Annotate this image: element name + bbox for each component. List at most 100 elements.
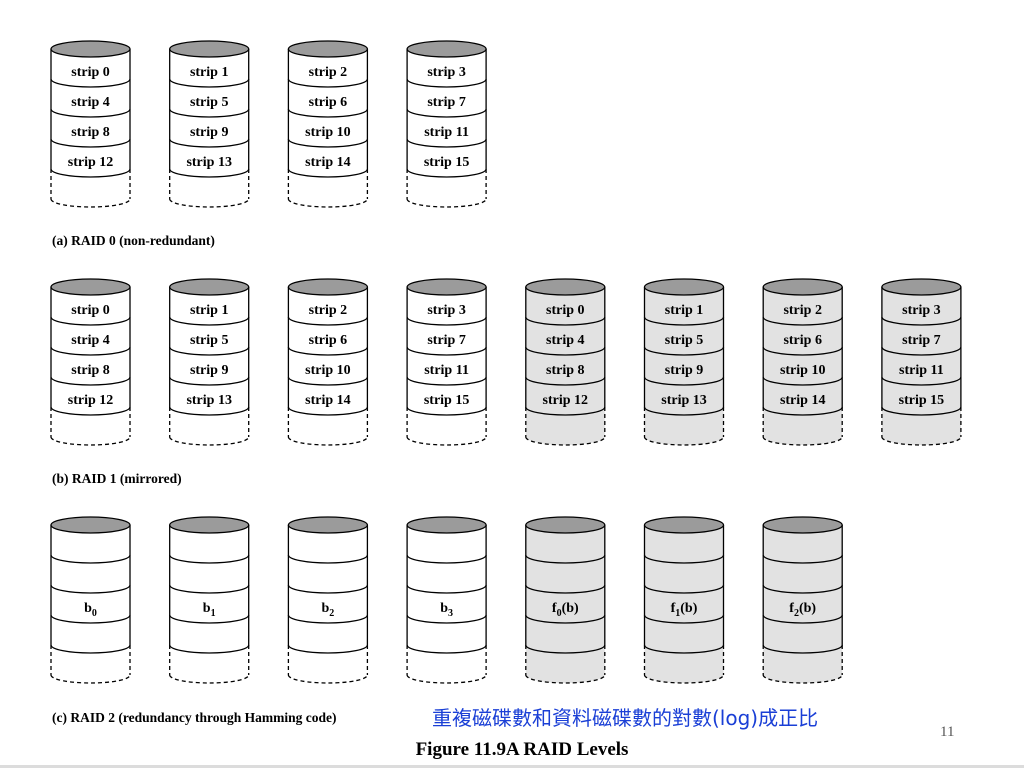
strip-label: strip 6 xyxy=(309,333,348,348)
disk-strip-divider xyxy=(762,644,843,654)
disk-strip-divider xyxy=(881,316,962,326)
disk-strip-divider xyxy=(406,346,487,356)
disk-strip-divider xyxy=(169,614,250,624)
strip-label: strip 12 xyxy=(68,393,114,408)
disk-strip-divider xyxy=(287,376,369,386)
disk-strip-divider xyxy=(406,406,487,416)
disk-strip-divider xyxy=(525,614,606,624)
disk-strip-divider xyxy=(169,584,250,594)
disk-strip-divider xyxy=(406,584,487,594)
disk-strip-divider xyxy=(287,584,369,594)
strip-label: strip 8 xyxy=(546,363,585,378)
disk-dashed-bottom xyxy=(287,674,369,684)
disk-strip-divider xyxy=(50,406,131,416)
disk-body xyxy=(407,49,487,207)
disk-body xyxy=(881,287,961,445)
strip-label: strip 10 xyxy=(305,125,351,140)
disk-dashed-bottom xyxy=(762,674,843,684)
disk-body xyxy=(288,525,368,683)
disk-dashed-bottom xyxy=(406,674,487,684)
disk-dashed-bottom xyxy=(169,436,250,446)
strip-label: strip 7 xyxy=(427,95,466,110)
disk-body xyxy=(51,287,130,445)
disk-body xyxy=(525,287,605,445)
page-number: 11 xyxy=(940,724,955,740)
disk-strip-divider xyxy=(406,644,487,654)
disk-strip-divider xyxy=(50,168,131,178)
disk-strip-divider xyxy=(406,108,487,118)
disk-strip-divider xyxy=(406,614,487,624)
disk-strip-divider xyxy=(287,316,369,326)
disk-top xyxy=(169,40,250,58)
disk-dashed-bottom xyxy=(525,436,606,446)
strip-label: strip 3 xyxy=(427,303,466,318)
disk-strip-divider xyxy=(643,584,725,594)
strip-label: strip 1 xyxy=(190,65,229,80)
strip-label: strip 9 xyxy=(665,363,704,378)
disk-strip-divider xyxy=(643,406,725,416)
strip-label: strip 7 xyxy=(427,333,466,348)
strip-label: strip 14 xyxy=(780,393,826,408)
disk-strip-divider xyxy=(762,376,843,386)
strip-label: strip 15 xyxy=(424,393,470,408)
disk-top xyxy=(525,278,606,296)
strip-label: strip 9 xyxy=(190,363,229,378)
disk-strip-divider xyxy=(643,554,725,564)
bottom-rule xyxy=(0,765,1024,768)
strip-label: strip 5 xyxy=(190,333,229,348)
disk-top xyxy=(406,516,487,534)
strip-label: strip 0 xyxy=(546,303,585,318)
strip-label: strip 14 xyxy=(305,155,351,170)
disk-strip-divider xyxy=(50,644,131,654)
disk-body xyxy=(288,287,368,445)
disk-strip-divider xyxy=(287,138,369,148)
strip-label: strip 2 xyxy=(783,303,822,318)
disk-top xyxy=(169,278,250,296)
disk-strip-divider xyxy=(643,376,725,386)
raid2-disk-1: b1 xyxy=(169,516,250,684)
strip-label: strip 7 xyxy=(902,333,941,348)
disk-body xyxy=(51,49,130,207)
strip-label: strip 1 xyxy=(190,303,229,318)
strip-label: strip 10 xyxy=(305,363,351,378)
disk-strip-divider xyxy=(525,584,606,594)
disk-strip-divider xyxy=(406,554,487,564)
disk-top xyxy=(50,40,131,58)
disk-strip-divider xyxy=(881,346,962,356)
disk-dashed-bottom xyxy=(50,674,131,684)
hamming-log-note: 重複磁碟數和資料磁碟數的對數(log)成正比 xyxy=(432,706,819,730)
disk-strip-divider xyxy=(762,584,843,594)
disk-strip-divider xyxy=(406,138,487,148)
disk-strip-divider xyxy=(762,406,843,416)
disk-strip-divider xyxy=(169,346,250,356)
strip-label: strip 0 xyxy=(71,303,110,318)
strip-label: strip 4 xyxy=(71,95,110,110)
disk-strip-divider xyxy=(169,168,250,178)
strip-label: strip 4 xyxy=(546,333,585,348)
disk-strip-divider xyxy=(169,644,250,654)
raid2-caption: (c) RAID 2 (redundancy through Hamming c… xyxy=(52,710,337,725)
strip-label: strip 3 xyxy=(902,303,941,318)
disk-strip-divider xyxy=(287,554,369,564)
disk-body xyxy=(644,287,724,445)
disk-body xyxy=(407,287,487,445)
strip-label: strip 2 xyxy=(309,65,348,80)
disk-strip-divider xyxy=(287,406,369,416)
disk-dashed-bottom xyxy=(50,436,131,446)
disk-top xyxy=(762,278,843,296)
disk-top xyxy=(525,516,606,534)
strip-label: strip 14 xyxy=(305,393,351,408)
raid1-caption: (b) RAID 1 (mirrored) xyxy=(52,471,182,486)
disk-body xyxy=(525,525,605,683)
disk-dashed-bottom xyxy=(169,198,250,208)
disk-strip-divider xyxy=(169,554,250,564)
disk-strip-divider xyxy=(406,78,487,88)
disk-strip-divider xyxy=(50,78,131,88)
strip-label: strip 8 xyxy=(71,363,110,378)
